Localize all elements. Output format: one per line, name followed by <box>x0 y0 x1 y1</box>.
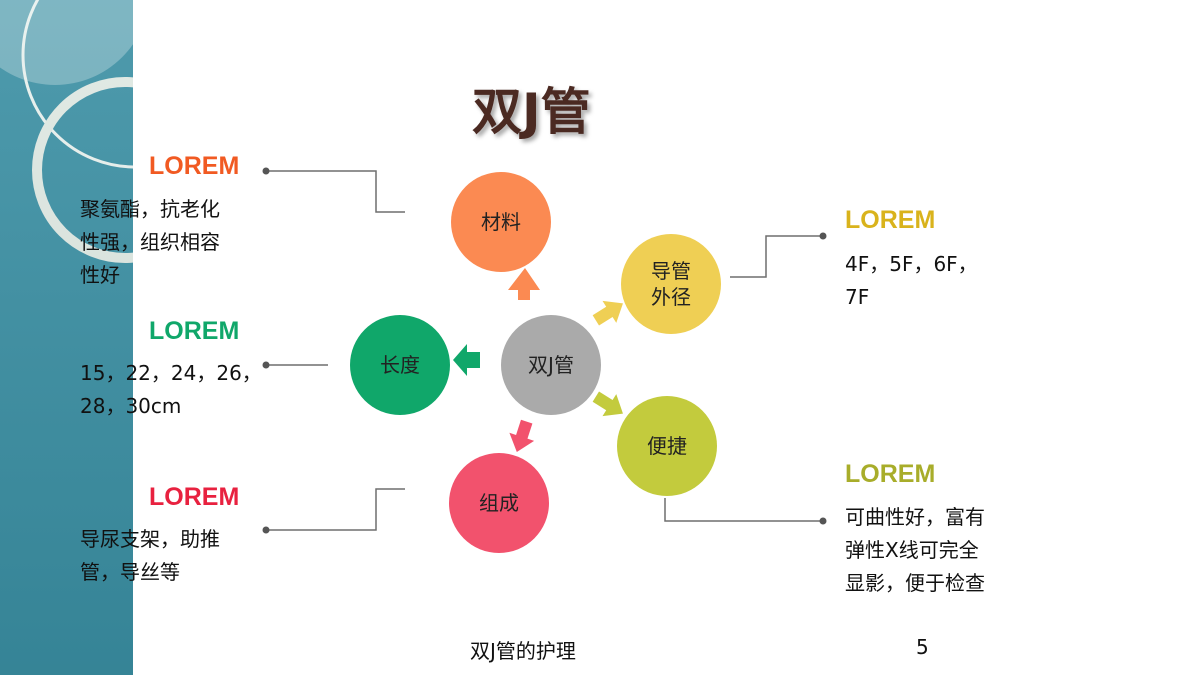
node-length-label: 长度 <box>380 353 420 377</box>
callout-diameter-text: 4F，5F，6F， 7F <box>845 248 978 314</box>
callout-length-line: 28，30cm <box>80 394 182 418</box>
connector-diameter <box>730 235 823 278</box>
ring-fill <box>0 0 133 85</box>
arrow-up <box>508 268 540 300</box>
callout-diameter-line: 4F，5F，6F， <box>845 252 978 276</box>
connector-dot <box>819 232 827 240</box>
callout-length-text: 15，22，24，26， 28，30cm <box>80 357 262 423</box>
node-composition-label: 组成 <box>479 491 519 515</box>
callout-convenience-text: 可曲性好，富有 弹性X线可完全 显影，便于检查 <box>845 501 985 600</box>
callout-material-text: 聚氨酯，抗老化 性强，组织相容 性好 <box>80 193 220 292</box>
callout-convenience-heading: LOREM <box>845 460 936 488</box>
callout-composition-line: 导尿支架，助推 <box>80 527 220 551</box>
node-diameter-line2: 外径 <box>651 285 691 309</box>
footer-text: 双J管的护理 <box>470 639 576 663</box>
node-convenience: 便捷 <box>617 396 717 496</box>
connector-dot <box>262 526 270 534</box>
callout-convenience-line: 弹性X线可完全 <box>845 538 979 562</box>
sidebar-shade <box>0 0 133 675</box>
callout-material-line: 聚氨酯，抗老化 <box>80 197 220 221</box>
callout-composition-line: 管，导丝等 <box>80 560 180 584</box>
callout-diameter-heading: LOREM <box>845 206 936 234</box>
node-material-label: 材料 <box>481 210 521 234</box>
callout-length-heading: LOREM <box>149 317 240 345</box>
arrow-lower-left <box>509 419 535 453</box>
slide-title: 双J管 <box>472 83 591 141</box>
callout-material-heading: LOREM <box>149 152 240 180</box>
node-diameter-line1: 导管 <box>651 259 691 283</box>
node-length: 长度 <box>350 315 450 415</box>
node-center-label: 双J管 <box>528 353 574 377</box>
connector-composition <box>266 488 405 531</box>
callout-material-line: 性好 <box>80 263 120 287</box>
ring-outer <box>21 0 133 169</box>
connector-convenience <box>664 498 823 522</box>
node-material: 材料 <box>451 172 551 272</box>
ring-inner <box>32 77 133 263</box>
decorative-rings <box>0 0 133 263</box>
callout-composition-heading: LOREM <box>149 483 240 511</box>
node-composition: 组成 <box>449 453 549 553</box>
connector-dot <box>262 361 270 369</box>
connector-material <box>266 170 405 213</box>
node-diameter: 导管 外径 <box>621 234 721 334</box>
connector-dot <box>819 517 827 525</box>
node-center: 双J管 <box>501 315 601 415</box>
connector-dot <box>262 167 270 175</box>
callout-composition-text: 导尿支架，助推 管，导丝等 <box>80 523 220 589</box>
callout-material-line: 性强，组织相容 <box>80 230 220 254</box>
page-number: 5 <box>916 635 929 659</box>
sidebar-decoration <box>0 0 133 675</box>
callout-convenience-line: 显影，便于检查 <box>845 571 985 595</box>
callout-diameter-line: 7F <box>845 285 870 309</box>
callout-length-line: 15，22，24，26， <box>80 361 262 385</box>
node-convenience-label: 便捷 <box>647 434 687 458</box>
callout-convenience-line: 可曲性好，富有 <box>845 505 985 529</box>
arrow-left <box>453 344 480 376</box>
arrow-upper-right <box>592 300 623 326</box>
arrow-lower-right <box>592 391 623 417</box>
